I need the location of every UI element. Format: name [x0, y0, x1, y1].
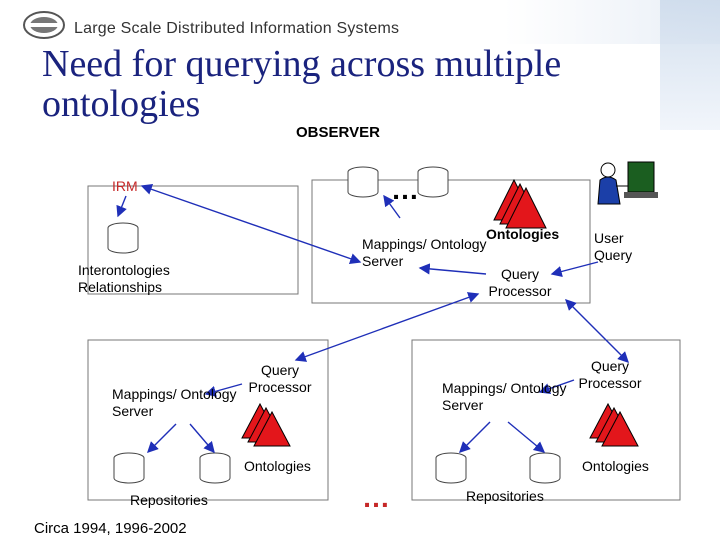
- left-ontologies-label: Ontologies: [244, 458, 311, 474]
- bottom-ellipsis: …: [362, 482, 390, 513]
- ontology-stack-icon: [493, 178, 547, 229]
- top-query-processor-label: Query Processor: [488, 266, 552, 299]
- right-repositories-label: Repositories: [466, 488, 544, 504]
- observer-to-left-arrow: [294, 292, 480, 362]
- ontology-stack-icon: [589, 402, 639, 447]
- ontology-stack-icon: [241, 402, 291, 447]
- irm-db-arrow: [116, 195, 127, 218]
- header-title: Large Scale Distributed Information Syst…: [74, 20, 400, 37]
- database-icon: [107, 222, 139, 254]
- left-repo-arrow: [189, 423, 215, 454]
- right-ontologies-label: Ontologies: [582, 458, 649, 474]
- right-mappings-label: Mappings/ Ontology Server: [442, 380, 567, 413]
- right-repo-arrow: [507, 421, 546, 453]
- left-mappings-label: Mappings/ Ontology Server: [112, 386, 237, 419]
- left-qp-arrow: [204, 383, 243, 397]
- database-icon: [435, 452, 467, 484]
- database-icon: [199, 452, 231, 484]
- user-query-arrow: [550, 261, 599, 277]
- lsdis-logo-icon: [23, 11, 65, 39]
- user-computer-icon: [597, 161, 658, 205]
- qp-to-mappings-arrow: [418, 263, 487, 275]
- left-repositories-label: Repositories: [130, 492, 208, 508]
- mappings-to-db-arrow: [383, 194, 401, 219]
- slide-title: Need for querying across multiple ontolo…: [42, 43, 562, 125]
- top-ellipsis: …: [391, 174, 419, 205]
- user-query-label: User Query: [594, 230, 633, 263]
- database-icon: [417, 166, 449, 198]
- left-repo-arrow: [147, 423, 177, 453]
- top-mappings-label: Mappings/ Ontology Server: [362, 236, 487, 269]
- top-ontologies-label: Ontologies: [486, 226, 560, 242]
- left-component-box: [87, 339, 329, 501]
- left-query-processor-label: Query Processor: [248, 362, 312, 395]
- right-component-box: [411, 339, 681, 501]
- database-icon: [529, 452, 561, 484]
- observer-to-right-arrow: [565, 299, 629, 363]
- database-icon: [113, 452, 145, 484]
- corner-decoration: [660, 0, 720, 130]
- interontologies-label: Interontologies Relationships: [78, 262, 170, 295]
- right-qp-arrow: [538, 379, 575, 395]
- irm-label: IRM: [112, 178, 138, 194]
- header-band: [0, 0, 720, 44]
- observer-label: OBSERVER: [296, 124, 380, 141]
- irm-to-observer-arrow: [140, 183, 362, 265]
- header-bar: Large Scale Distributed Information Syst…: [0, 0, 720, 130]
- right-repo-arrow: [459, 421, 491, 453]
- right-query-processor-label: Query Processor: [578, 358, 642, 391]
- footer-note: Circa 1994, 1996-2002: [34, 520, 187, 537]
- database-icon: [347, 166, 379, 198]
